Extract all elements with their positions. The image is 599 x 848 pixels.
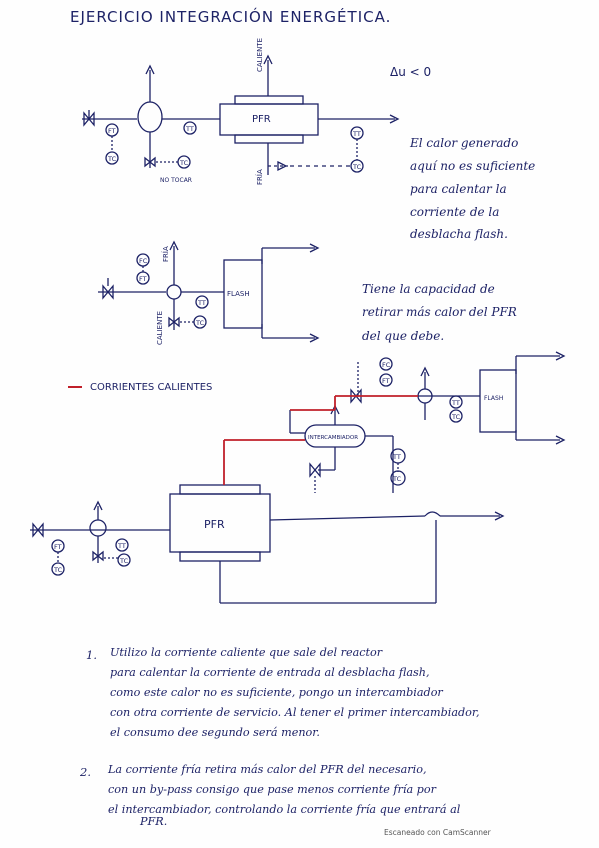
note2-line: Tiene la capacidad de — [362, 282, 495, 296]
svg-text:TC: TC — [53, 566, 63, 574]
paragraph1-line: con otra corriente de servicio. Al tener… — [110, 706, 480, 719]
tt-icon — [115, 538, 129, 552]
svg-text:TT: TT — [392, 453, 401, 461]
delta-u-note: Δu < 0 — [390, 65, 432, 79]
note1-line: corriente de la — [410, 205, 500, 219]
ft-icon — [136, 271, 150, 285]
hot-streams — [223, 395, 418, 485]
page-title: EJERCICIO INTEGRACIÓN ENERGÉTICA. — [70, 8, 392, 26]
svg-text:TT: TT — [185, 125, 194, 133]
svg-text:FT: FT — [382, 377, 390, 385]
svg-text:TC: TC — [179, 159, 189, 167]
tc-icon — [51, 562, 65, 576]
note2-line: del que debe. — [362, 329, 445, 343]
ft-icon — [379, 373, 393, 387]
exchanger-label: INTERCAMBIADOR — [308, 435, 358, 441]
valve-icon — [102, 284, 114, 300]
valve-icon — [309, 462, 321, 478]
tc-icon — [390, 470, 406, 486]
hot-streams-legend: CORRIENTES CALIENTES — [68, 383, 212, 393]
paragraph1-line: Utilizo la corriente caliente que sale d… — [110, 646, 383, 659]
svg-text:FC: FC — [382, 361, 391, 369]
svg-text:TC: TC — [107, 155, 117, 163]
flash-vessel — [479, 369, 517, 433]
hot-streams-label: CORRIENTES CALIENTES — [90, 382, 213, 393]
pfr-label: PFR — [204, 518, 225, 531]
cold-label: FRÍA — [255, 169, 264, 185]
valve-icon — [83, 111, 95, 127]
svg-text:TT: TT — [197, 299, 206, 307]
tc-icon — [193, 315, 207, 329]
tt-icon — [183, 121, 197, 135]
valve-icon — [32, 522, 44, 538]
tc-icon — [105, 151, 119, 165]
flash-vessel — [223, 259, 263, 329]
pfr-label: PFR — [252, 114, 271, 125]
svg-text:FT: FT — [54, 543, 62, 551]
valve-icon — [350, 388, 362, 404]
tt-icon — [449, 395, 463, 409]
svg-text:TC: TC — [392, 475, 402, 483]
scanner-watermark: Escaneado con CamScanner — [384, 828, 491, 837]
fc-icon — [379, 357, 393, 371]
note1-line: para calentar la — [410, 182, 507, 196]
svg-text:FT: FT — [139, 275, 147, 283]
svg-text:TC: TC — [119, 557, 129, 565]
tc-icon — [177, 155, 191, 169]
svg-text:TT: TT — [117, 542, 126, 550]
svg-text:TC: TC — [451, 413, 461, 421]
tt-icon — [195, 295, 209, 309]
paragraph2-line: el intercambiador, controlando la corrie… — [108, 803, 461, 816]
no-touch-label: NO TOCAR — [160, 177, 192, 184]
tc-icon — [350, 159, 364, 173]
tc-icon — [117, 553, 131, 567]
note2-line: retirar más calor del PFR — [362, 305, 517, 319]
note1-line: aquí no es suficiente — [410, 159, 536, 173]
heater-icon — [89, 519, 107, 537]
svg-text:TT: TT — [451, 399, 460, 407]
paragraph2-line: La corriente fría retira más calor del P… — [108, 763, 427, 776]
paragraph1-line: para calentar la corriente de entrada al… — [110, 666, 430, 679]
note1-line: El calor generado — [410, 136, 519, 150]
note1-line: desblacha flash. — [410, 227, 508, 241]
flash-label: FLASH — [227, 290, 250, 298]
svg-text:FC: FC — [139, 257, 148, 265]
paragraph2-line: con un by-pass consigo que pase menos co… — [108, 783, 436, 796]
cold-label: FRÍA — [161, 246, 170, 262]
item-number: 2. — [80, 765, 91, 779]
paragraph2-line: PFR. — [140, 815, 168, 828]
paragraph1-line: como este calor no es suficiente, pongo … — [110, 686, 443, 699]
hot-label: CALIENTE — [156, 311, 164, 345]
hot-stream-swatch — [68, 386, 82, 388]
paragraph1-line: el consumo dee segundo será menor. — [110, 726, 320, 739]
svg-text:TC: TC — [195, 319, 205, 327]
flash-label: FLASH — [484, 395, 503, 402]
item-number: 1. — [86, 648, 97, 662]
tc-icon — [449, 409, 463, 423]
svg-text:TT: TT — [352, 130, 361, 138]
hot-label: CALIENTE — [256, 38, 264, 72]
svg-text:FT: FT — [108, 127, 116, 135]
svg-text:TC: TC — [352, 163, 362, 171]
